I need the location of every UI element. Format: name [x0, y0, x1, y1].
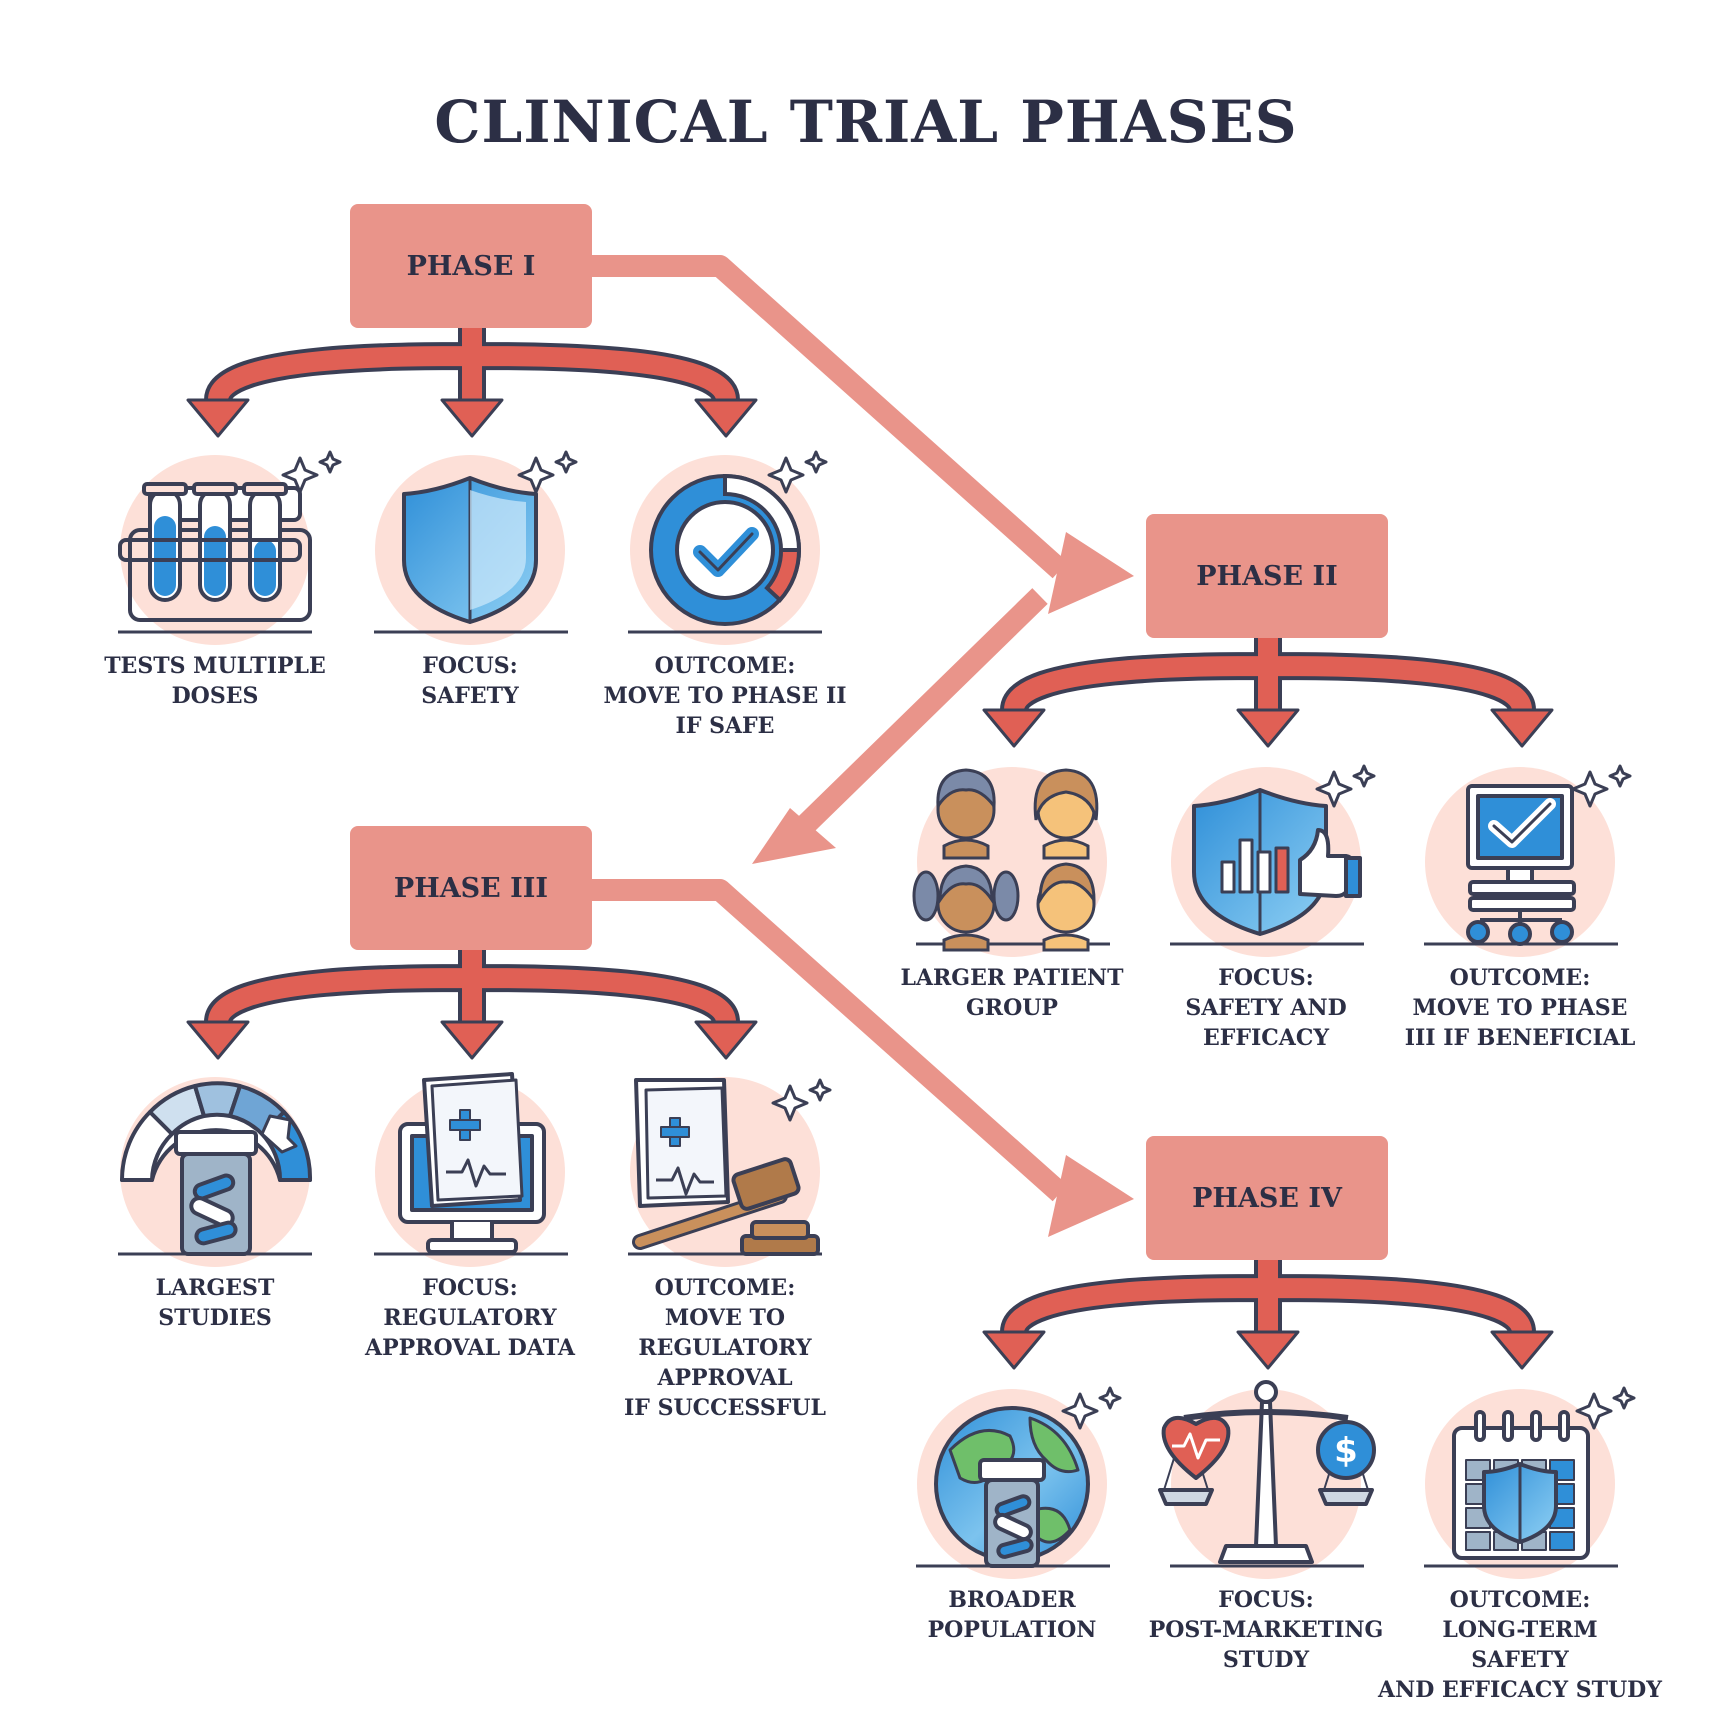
arrowhead-to-phase2	[1048, 532, 1134, 614]
person-icon	[936, 768, 996, 860]
phase-3-box: PHASE III	[350, 826, 592, 950]
phase-4-box: PHASE IV	[1146, 1136, 1388, 1260]
arrowhead-to-phase4	[1048, 1155, 1134, 1237]
svg-text:$: $	[1334, 1431, 1358, 1471]
connector-phase1-to-phase2	[590, 255, 1068, 579]
caption-focus-post-marketing: FOCUS: POST-MARKETING STUDY	[1148, 1587, 1384, 1673]
caption-outcome-phase-1: OUTCOME: MOVE TO PHASE II IF SAFE	[603, 653, 847, 739]
phase-2-box: PHASE II	[1146, 514, 1388, 638]
page-title: CLINICAL TRIAL PHASES	[434, 88, 1298, 156]
balance-scale-heart-dollar-icon: $	[1158, 1380, 1376, 1564]
arrowhead-to-phase3	[752, 808, 836, 864]
branches-phase4	[982, 1242, 1554, 1370]
connector-phase2-to-phase3	[782, 588, 1048, 848]
person-icon	[1033, 768, 1099, 860]
pill-jar-gauge-icon	[119, 1081, 313, 1256]
caption-largest-studies: LARGEST STUDIES	[155, 1275, 275, 1331]
calendar-shield-icon	[1452, 1410, 1590, 1560]
patient-group-icon	[912, 768, 1099, 952]
monitor-checkmark-icon	[1466, 784, 1576, 946]
shield-icon	[402, 476, 538, 624]
caption-focus-safety-efficacy: FOCUS: SAFETY AND EFFICACY	[1185, 965, 1347, 1051]
caption-focus-safety: FOCUS: SAFETY	[421, 653, 519, 709]
connector-phase3-to-phase4	[590, 879, 1068, 1202]
checkmark-circle-icon	[649, 473, 802, 626]
caption-larger-patient-group: LARGER PATIENT GROUP	[900, 965, 1124, 1021]
branches-phase3	[186, 932, 758, 1060]
phase-1-box: PHASE I	[350, 204, 592, 328]
caption-broader-population: BROADER POPULATION	[927, 1587, 1097, 1643]
connector-arrowheads	[752, 532, 1134, 1237]
caption-focus-regulatory-data: FOCUS: REGULATORY APPROVAL DATA	[365, 1275, 575, 1361]
phase-connectors	[590, 255, 1068, 1202]
person-icon	[1036, 862, 1096, 952]
test-tubes-icon	[118, 482, 312, 622]
caption-outcome-phase-2: OUTCOME: MOVE TO PHASE III IF BENEFICIAL	[1404, 965, 1636, 1051]
document-gavel-icon	[632, 1078, 820, 1256]
branches-phase2	[982, 620, 1554, 748]
shield-chart-thumbs-up-icon	[1192, 788, 1362, 936]
branches-phase1	[186, 310, 758, 438]
medical-document-monitor-icon	[398, 1072, 546, 1254]
globe-pill-jar-icon	[934, 1406, 1090, 1568]
caption-outcome-phase-3: OUTCOME: MOVE TO REGULATORY APPROVAL IF …	[624, 1275, 826, 1421]
caption-tests-multiple-doses: TESTS MULTIPLE DOSES	[104, 653, 326, 709]
person-icon	[912, 864, 1020, 952]
caption-outcome-phase-4: OUTCOME: LONG-TERM SAFETY AND EFFICACY S…	[1378, 1587, 1662, 1703]
